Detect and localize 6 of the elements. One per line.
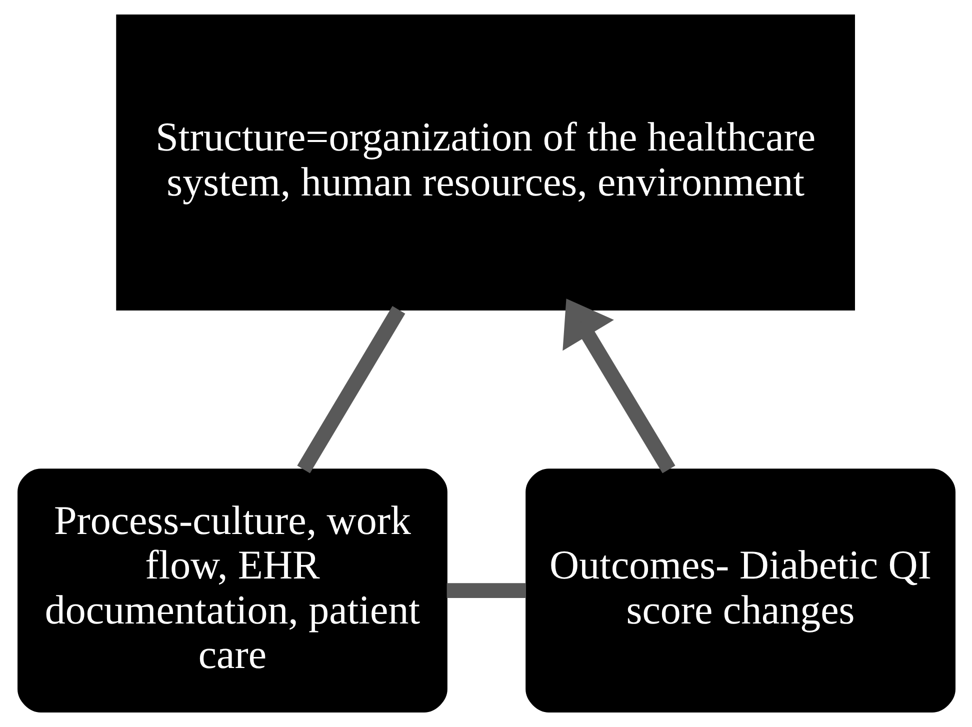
connector	[296, 306, 405, 474]
connector	[446, 583, 526, 598]
node-box: Outcomes- Diabetic QI score changes	[525, 468, 955, 712]
node-box: Process-culture, work flow, EHR documentation, patient care	[17, 468, 447, 712]
arrow	[562, 298, 675, 474]
node-box: Structure=organization of the healthcare system, human resources, environment	[116, 14, 854, 310]
